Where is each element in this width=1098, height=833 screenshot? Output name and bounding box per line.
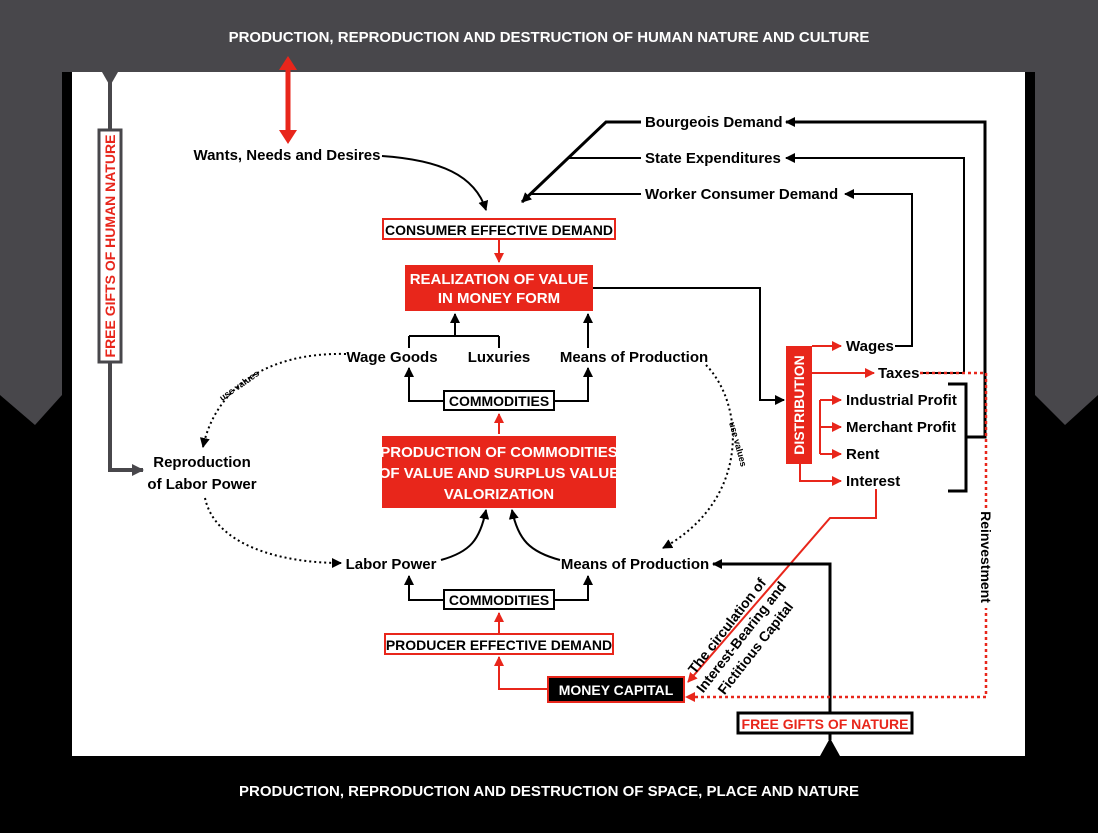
- use-values-arc-right: [662, 364, 734, 549]
- producer-demand-label: PRODUCER EFFECTIVE DEMAND: [386, 637, 612, 653]
- production-line3: VALORIZATION: [444, 486, 554, 503]
- interest-label: Interest: [846, 473, 900, 490]
- realization-line2: IN MONEY FORM: [438, 290, 560, 307]
- reproduction-to-labor-arc: [204, 497, 342, 568]
- production-line2: OF VALUE AND SURPLUS VALUE: [379, 465, 620, 482]
- taxes-to-state: [785, 153, 965, 374]
- reinvestment-label: Reinvestment: [978, 511, 994, 603]
- wants-needs-desires: Wants, Needs and Desires: [193, 147, 380, 164]
- commodities-bottom-box: [443, 589, 555, 610]
- industrial-profit-label: Industrial Profit: [846, 392, 957, 409]
- wants-arrow: [381, 155, 489, 211]
- demand-converge: [520, 120, 641, 204]
- merchant-profit-label: Merchant Profit: [846, 419, 956, 436]
- worker-consumer-demand: Worker Consumer Demand: [645, 186, 838, 203]
- commodities-bottom-label: COMMODITIES: [449, 592, 549, 608]
- rent-label: Rent: [846, 446, 879, 463]
- means-of-production-bottom: Means of Production: [561, 556, 709, 573]
- money-to-producer-demand: [494, 656, 548, 690]
- commodities-top-label: COMMODITIES: [449, 393, 549, 409]
- free-gifts-nature-box: [736, 711, 914, 735]
- consumer-demand-label: CONSUMER EFFECTIVE DEMAND: [385, 222, 613, 238]
- free-gifts-human-nature: FREE GIFTS OF HUMAN NATURE: [97, 72, 144, 476]
- culture-double-arrow: [279, 56, 297, 144]
- producer-demand-box: [384, 633, 614, 655]
- profit-to-bourgeois: [785, 117, 987, 439]
- reproduction-line2: of Labor Power: [147, 476, 256, 493]
- means-to-production: [508, 509, 561, 561]
- labor-power: Labor Power: [346, 556, 437, 573]
- luxuries: Luxuries: [468, 349, 531, 366]
- consumer-demand-box: [382, 218, 616, 240]
- distribution-label: DISTRIBUTION: [791, 355, 807, 455]
- money-capital-label: MONEY CAPITAL: [559, 682, 674, 698]
- wages-to-worker: [844, 189, 913, 347]
- wage-goods: Wage Goods: [346, 349, 437, 366]
- commodities-top-box: [443, 390, 555, 411]
- bourgeois-demand: Bourgeois Demand: [645, 114, 783, 131]
- free-gifts-human-label: FREE GIFTS OF HUMAN NATURE: [102, 135, 118, 358]
- top-banner: PRODUCTION, REPRODUCTION AND DESTRUCTION…: [229, 29, 870, 46]
- upper-commodities-tree: [404, 313, 593, 402]
- realization-to-distribution: [593, 287, 785, 405]
- labor-to-production: [440, 509, 490, 561]
- production-line1: PRODUCTION OF COMMODITIES: [380, 444, 618, 461]
- wages-label: Wages: [846, 338, 894, 355]
- taxes-label: Taxes: [878, 365, 919, 382]
- distribution-arrows: [799, 341, 875, 486]
- reproduction-line1: Reproduction: [153, 454, 251, 471]
- realization-line1: REALIZATION OF VALUE: [410, 271, 589, 288]
- free-gifts-nature-label: FREE GIFTS OF NATURE: [742, 716, 909, 732]
- state-expenditures: State Expenditures: [645, 150, 781, 167]
- production-box: [382, 436, 616, 508]
- realization-box: [405, 265, 593, 311]
- money-capital-box: [547, 676, 685, 703]
- interest-to-money-capital: [687, 489, 877, 683]
- bottom-banner: PRODUCTION, REPRODUCTION AND DESTRUCTION…: [239, 783, 859, 800]
- distribution-box: [786, 346, 812, 464]
- nature-to-means: [712, 559, 832, 740]
- means-of-production-top: Means of Production: [560, 349, 708, 366]
- use-values-arc-left: [199, 352, 347, 448]
